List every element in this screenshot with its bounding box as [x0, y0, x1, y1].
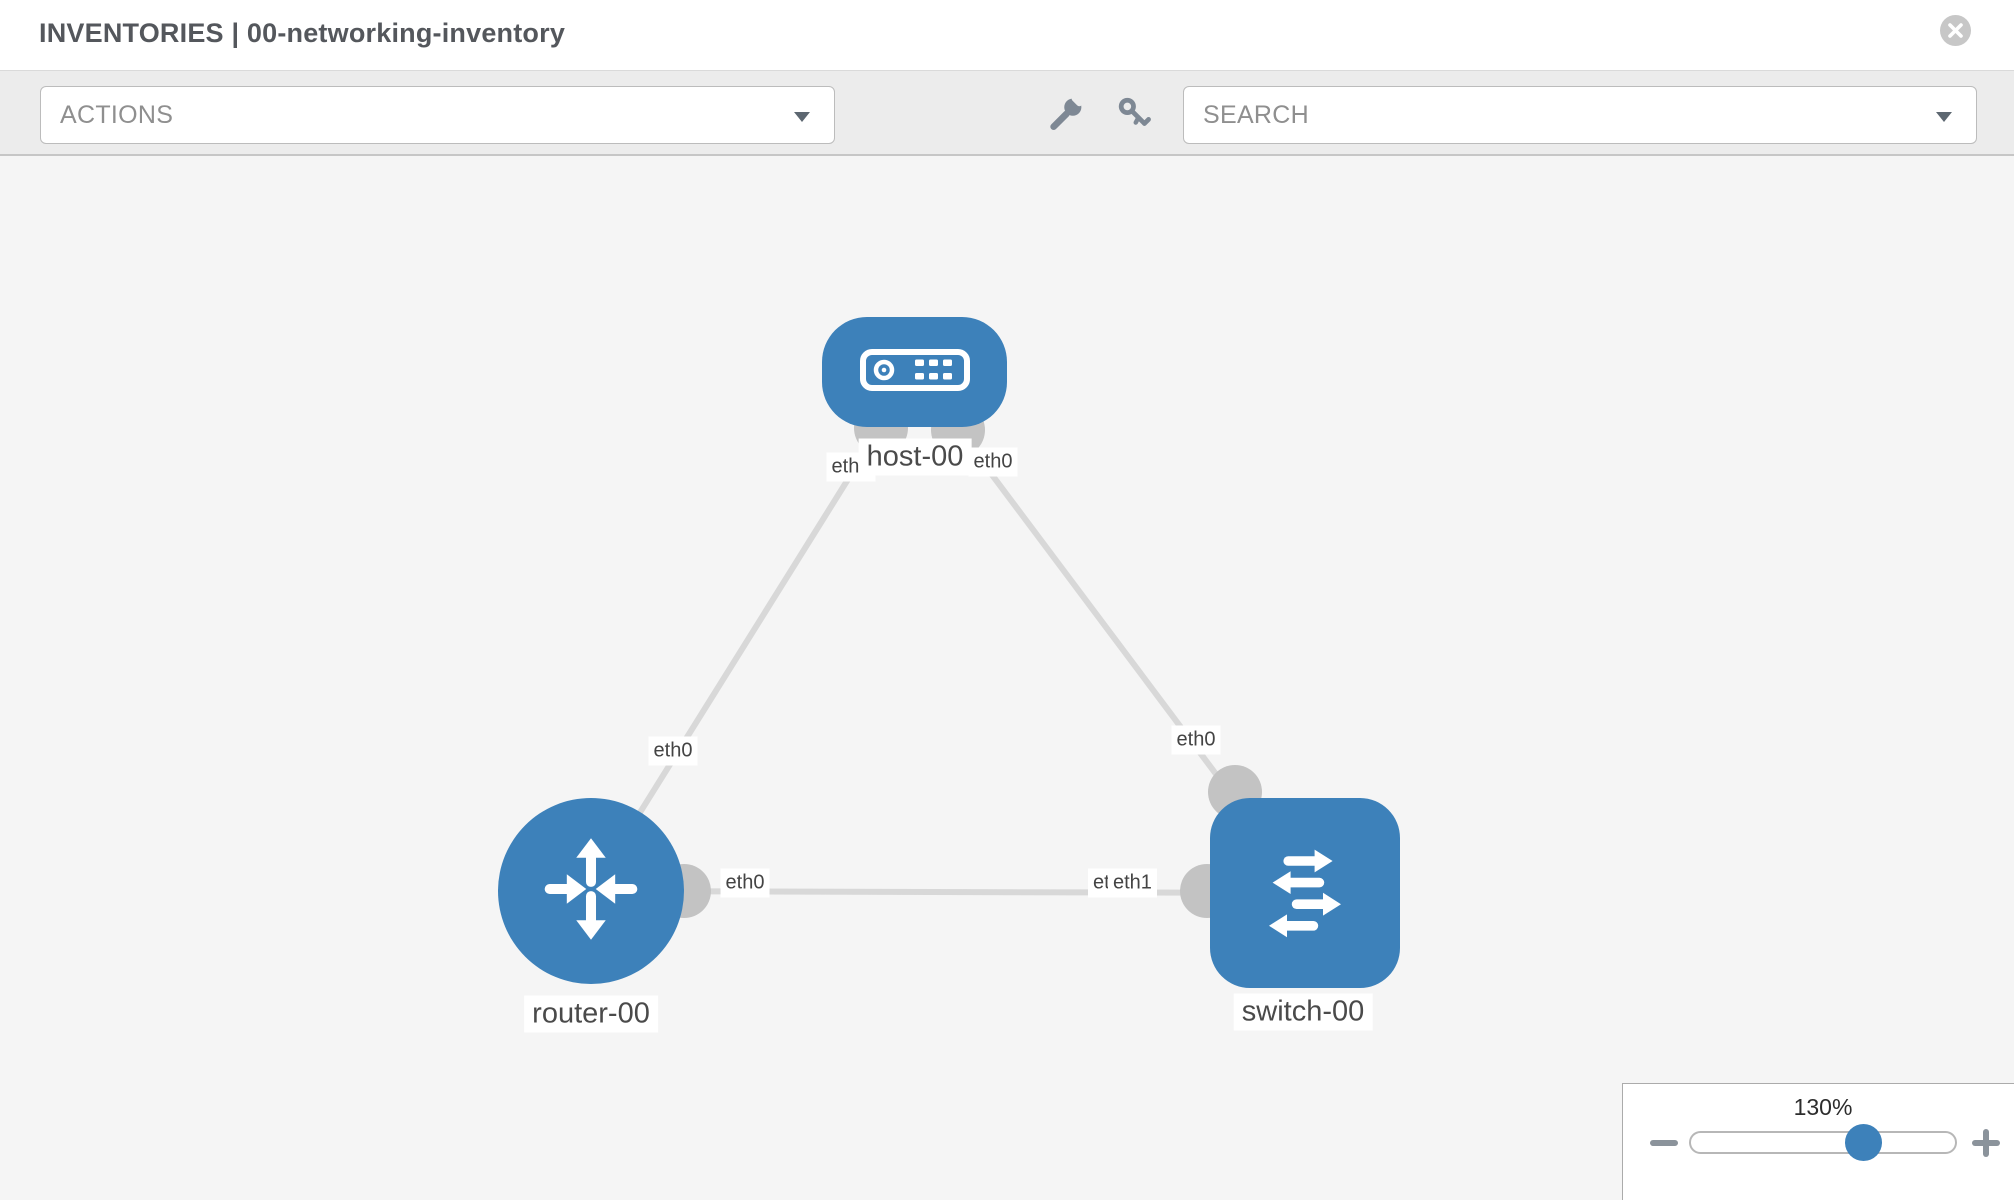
key-icon: [1115, 97, 1153, 136]
zoom-out-button[interactable]: [1647, 1126, 1681, 1160]
zoom-level: 130%: [1793, 1094, 1853, 1120]
links-layer: [588, 370, 1308, 918]
interface-label: eth0: [720, 868, 770, 898]
zoom-in-button[interactable]: [1969, 1126, 2003, 1160]
interface-label: eth0: [1171, 725, 1221, 755]
node-label-router: router-00: [524, 995, 658, 1033]
node-label-switch: switch-00: [1233, 993, 1373, 1031]
interface-label: eth1: [1108, 868, 1157, 898]
host-icon: [859, 348, 970, 396]
page-title: INVENTORIES | 00-networking-inventory: [39, 18, 566, 48]
node-router-00[interactable]: [498, 798, 684, 984]
actions-dropdown[interactable]: ACTIONS: [40, 86, 835, 144]
search-dropdown-label: SEARCH: [1203, 101, 1309, 129]
zoom-slider[interactable]: [1689, 1131, 1957, 1154]
node-host-00[interactable]: [822, 317, 1007, 427]
search-dropdown[interactable]: SEARCH: [1183, 86, 1977, 144]
actions-dropdown-label: ACTIONS: [60, 101, 174, 129]
router-icon: [532, 830, 650, 953]
zoom-panel: 130%: [1622, 1083, 2014, 1200]
chevron-down-icon: [1936, 112, 1952, 122]
plus-icon: [1983, 1129, 1989, 1157]
wrench-icon: [1047, 94, 1085, 136]
minus-icon: [1650, 1140, 1678, 1146]
toolbar: ACTIONS SEARC: [0, 70, 2014, 156]
key-button[interactable]: [1114, 95, 1154, 135]
node-label-host: host-00: [858, 438, 972, 476]
header: INVENTORIES | 00-networking-inventory: [0, 0, 2014, 70]
node-switch-00[interactable]: [1210, 798, 1400, 988]
chevron-down-icon: [794, 112, 810, 122]
switch-icon: [1245, 831, 1365, 956]
interface-label: eth0: [968, 447, 1018, 477]
close-icon: [1940, 15, 1971, 49]
topology-canvas[interactable]: eth0 eth0 eth0 eth0 eth0 eth0 eth1 host-…: [0, 156, 2014, 1200]
zoom-slider-handle[interactable]: [1845, 1124, 1882, 1161]
close-button[interactable]: [1940, 15, 1971, 46]
wrench-button[interactable]: [1046, 94, 1086, 136]
interface-label: eth0: [648, 736, 698, 766]
